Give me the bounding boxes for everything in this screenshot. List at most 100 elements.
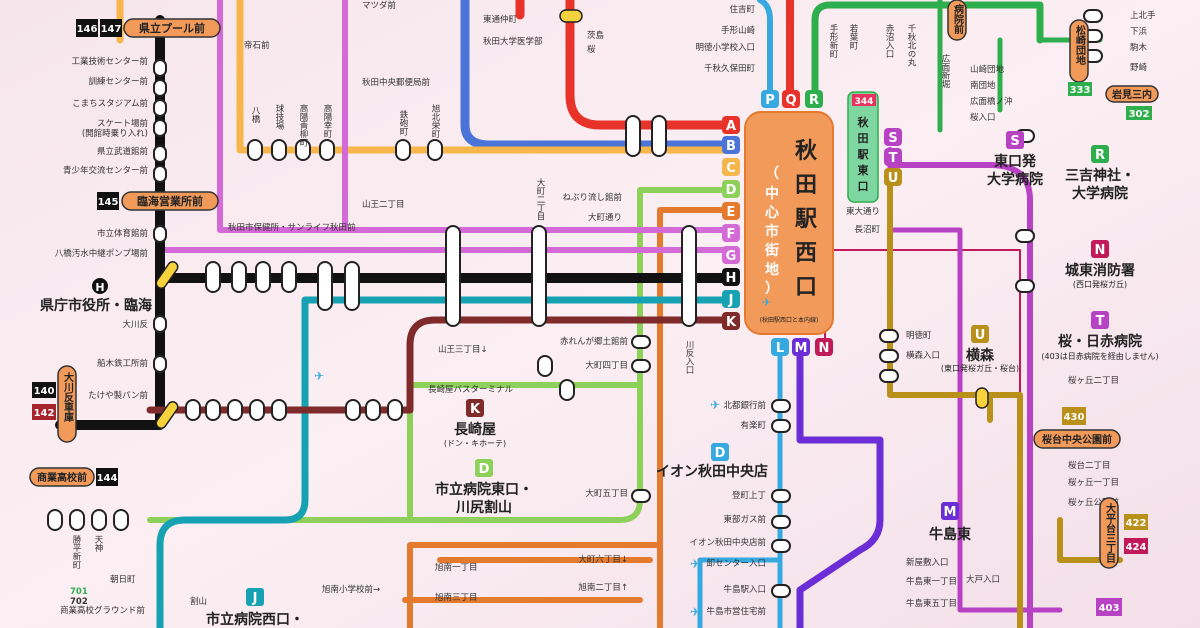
route-badges-left: A B C D E F G H J K xyxy=(722,116,740,330)
area-title: 東口発 xyxy=(994,153,1037,170)
stop-label: 千秋久保田町 xyxy=(704,63,756,74)
terminal-iwami[interactable]: 岩見三内 302 xyxy=(1105,85,1159,120)
area-d-shiritsu-east[interactable]: D 市立病院東口・ 川尻割山 xyxy=(435,459,533,516)
hub-sub-char-7: ） xyxy=(765,281,779,297)
stop-marker xyxy=(281,261,297,293)
stop-marker xyxy=(47,509,63,531)
route-badge-f[interactable]: F xyxy=(722,224,740,242)
route-line-k xyxy=(146,316,736,414)
stop-marker xyxy=(631,489,651,503)
stop-label: 野崎 xyxy=(1130,62,1148,73)
stop-label: イオン秋田中央店前 xyxy=(689,537,766,548)
transfer-markers xyxy=(155,9,989,429)
area-h-kencho[interactable]: H 県庁市役所・臨海 xyxy=(40,278,152,314)
area-s-university[interactable]: S 東口発 大学病院 xyxy=(987,131,1043,188)
stop-label: 朝日町 xyxy=(110,575,136,585)
terminal-label: 県立プール前 xyxy=(139,21,205,35)
route-number: 403 xyxy=(1099,603,1120,614)
stop-label: 大戸入口 xyxy=(966,574,1000,585)
route-badge-m[interactable]: M xyxy=(792,338,810,356)
stop-label: 広面橋ノ沖 xyxy=(970,96,1013,107)
hub-char-1: 秋 xyxy=(795,139,818,164)
terminal-matsuzaki[interactable]: 松崎団地 333 xyxy=(1068,19,1092,96)
svg-text:R: R xyxy=(809,93,819,108)
terminal-701[interactable]: 701 702 xyxy=(70,587,88,607)
stop-label: 桜入口 xyxy=(970,112,996,123)
area-r-miyoshi[interactable]: R 三吉神社・ 大学病院 xyxy=(1065,145,1135,202)
route-badge-n[interactable]: N xyxy=(815,338,833,356)
area-u-yokomori[interactable]: U 横森 (東口発桜ガ丘・桜台) xyxy=(941,325,1019,373)
route-line-e xyxy=(402,207,735,628)
route-badge-b[interactable]: B xyxy=(722,136,740,154)
route-line-r xyxy=(811,1,1044,94)
akita-station-east-hub[interactable]: 344 秋 田 駅 東 口 xyxy=(847,91,879,203)
route-badge-l[interactable]: L xyxy=(771,338,789,356)
terminal-sakura-park[interactable]: 430 桜台中央公園前 xyxy=(1033,407,1121,449)
stop-label: 新屋敷入口 xyxy=(906,557,949,568)
stop-label: ねぶり流し館前 xyxy=(562,192,622,203)
svg-text:N: N xyxy=(1095,243,1106,258)
area-t-red-cross[interactable]: T 桜・日赤病院 (403は日赤病院を経由しません) xyxy=(1041,311,1159,361)
akita-station-west-hub[interactable]: 秋 田 駅 西 口 （ 中 心 市 街 地 ） (秋田駅西口と本内線) xyxy=(744,111,834,335)
terminal-label: 臨海営業所前 xyxy=(137,194,203,208)
stop-label: 登町上丁 xyxy=(732,490,766,501)
svg-text:J: J xyxy=(252,591,258,606)
hub-char-5: 口 xyxy=(795,275,817,300)
area-title: 横森 xyxy=(966,347,995,364)
terminal-omagari[interactable]: 140 142 大川反車庫 xyxy=(32,365,77,443)
stop-label: 卸センター入口 xyxy=(706,558,766,569)
route-badge-d[interactable]: D xyxy=(722,180,740,198)
area-k-nagasakiya[interactable]: K 長崎屋 (ドン・キホーテ) xyxy=(444,399,506,448)
east-char-4: 東 xyxy=(858,163,870,177)
route-number: 147 xyxy=(101,24,122,35)
terminal-byoin[interactable]: 病院前 xyxy=(947,0,967,41)
terminal-rinkai[interactable]: 145 臨海営業所前 xyxy=(97,191,219,211)
hub-sub-char-4: 市 xyxy=(765,223,779,240)
route-badge-t[interactable]: T xyxy=(884,148,902,166)
airplane-icon: ✈ xyxy=(690,605,700,619)
stop-marker xyxy=(445,225,461,327)
route-number: 422 xyxy=(1126,518,1147,529)
svg-text:U: U xyxy=(888,171,899,186)
stop-label: 明徳町 xyxy=(906,330,932,341)
svg-text:U: U xyxy=(975,328,986,343)
area-title: 城東消防署 xyxy=(1065,262,1135,279)
svg-text:M: M xyxy=(944,505,957,520)
route-badge-e[interactable]: E xyxy=(722,202,740,220)
stop-label: 牛島市営住宅前 xyxy=(706,606,766,617)
route-badge-c[interactable]: C xyxy=(722,158,740,176)
stop-label: スケート場前 xyxy=(97,118,149,129)
stop-marker xyxy=(153,315,167,333)
terminal-shogyo[interactable]: 商業高校前 144 xyxy=(29,467,118,487)
stop-label: 北都銀行前 xyxy=(723,400,766,411)
east-char-2: 田 xyxy=(858,132,869,145)
route-badge-s[interactable]: S xyxy=(884,128,902,146)
route-badge-a[interactable]: A xyxy=(722,116,740,134)
svg-text:C: C xyxy=(726,161,736,176)
terminal-ohira[interactable]: 大平台三丁目 422 424 xyxy=(1099,497,1148,569)
terminal-ken-pool[interactable]: 146 147 県立プール前 xyxy=(76,18,221,38)
route-badge-g[interactable]: G xyxy=(722,246,740,264)
route-number: 333 xyxy=(1070,85,1091,96)
stop-marker xyxy=(537,355,553,377)
route-badge-p[interactable]: P xyxy=(761,90,779,108)
route-badge-r[interactable]: R xyxy=(805,90,823,108)
terminal-403[interactable]: 403 xyxy=(1096,598,1122,616)
route-badge-k[interactable]: K xyxy=(722,312,740,330)
route-badge-u[interactable]: U xyxy=(884,168,902,186)
stop-marker xyxy=(771,515,791,529)
area-j-shiritsu-west[interactable]: J 市立病院西口・ xyxy=(206,588,304,628)
area-m-ushijima[interactable]: M 牛島東 xyxy=(929,502,971,543)
route-badges-hub: P Q R L M N S T U xyxy=(761,90,902,356)
stop-label: 明徳小学校入口 xyxy=(695,42,755,53)
area-n-fire-station[interactable]: N 城東消防署 (西口発桜ガ丘) xyxy=(1065,240,1135,289)
stop-label: 大川反 xyxy=(122,319,148,330)
svg-text:D: D xyxy=(715,446,726,461)
area-d-aeon[interactable]: D イオン秋田中央店 xyxy=(656,443,768,480)
stop-label: たけや製パン前 xyxy=(88,390,148,401)
route-badge-j[interactable]: J xyxy=(722,290,740,308)
stop-label: 青少年交流センター前 xyxy=(63,165,149,176)
stop-label: 船木鉄工所前 xyxy=(97,358,149,369)
route-badge-q[interactable]: Q xyxy=(782,90,800,108)
route-badge-h[interactable]: H xyxy=(722,268,740,286)
